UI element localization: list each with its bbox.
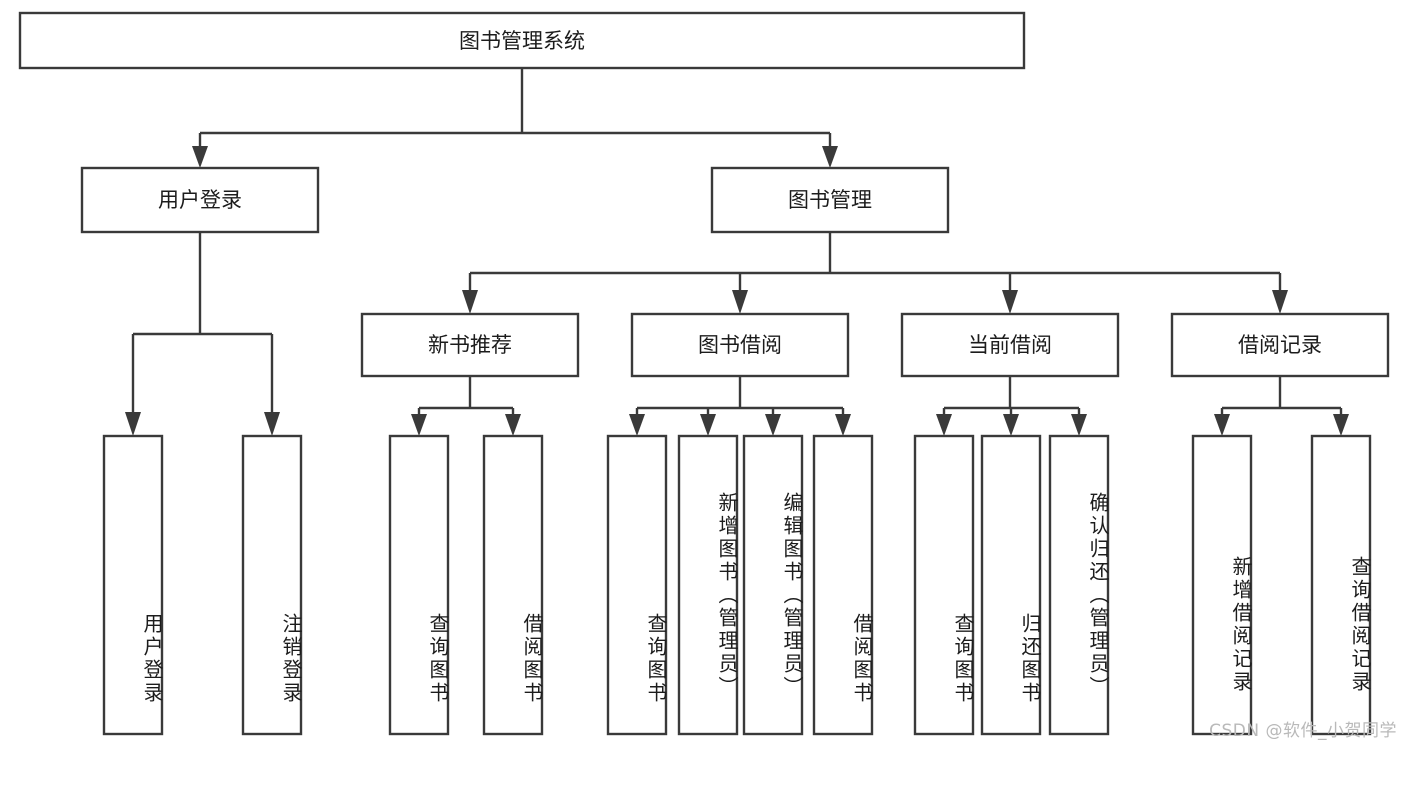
arrowhead-root-to-bookmgmt xyxy=(822,146,838,168)
arrowhead-bookmgmt-child-2 xyxy=(732,290,748,314)
node-borrow-record[interactable]: 借阅记录 xyxy=(1170,312,1390,378)
leaf-box-user-login-2[interactable] xyxy=(241,434,303,736)
node-root-box[interactable] xyxy=(18,11,1026,70)
leaf-box-user-login-1[interactable] xyxy=(102,434,164,736)
node-book-borrow-label: 图书借阅 xyxy=(698,333,782,357)
csdn-watermark: CSDN @软件_小贺同学 xyxy=(1209,721,1397,741)
leaf-label-user-login-2: 注销登录 xyxy=(279,613,303,705)
node-borrow-record-label: 借阅记录 xyxy=(1238,333,1322,357)
node-new-book-recommend-label: 新书推荐 xyxy=(428,333,512,357)
node-user-login[interactable]: 用户登录 xyxy=(80,166,320,234)
leaf-label-user-login-1: 用户登录 xyxy=(140,613,164,705)
leaf-label-borrowrecord-2: 查询借阅记录 xyxy=(1348,556,1372,694)
arrowhead-bookmgmt-child-1 xyxy=(462,290,478,314)
flowchart-canvas: 图书管理系统 用户登录 图书管理 xyxy=(18,11,1397,741)
arrowhead-bookborrow-leaf-4 xyxy=(835,414,851,436)
node-current-borrow[interactable]: 当前借阅 xyxy=(900,312,1120,378)
arrowhead-userlogin-leaf-2 xyxy=(264,412,280,436)
arrowhead-borrowrecord-leaf-2 xyxy=(1333,414,1349,436)
arrowhead-borrowrecord-leaf-1 xyxy=(1214,414,1230,436)
leaf-label-currentborrow-3: 确认归还（管理员） xyxy=(1086,491,1110,699)
arrowhead-root-to-user xyxy=(192,146,208,168)
leaf-label-bookborrow-4: 借阅图书 xyxy=(850,613,874,705)
node-current-borrow-label: 当前借阅 xyxy=(968,333,1052,357)
leaf-box-bookborrow-4[interactable] xyxy=(812,434,874,736)
node-book-management[interactable]: 图书管理 xyxy=(710,166,950,234)
arrowhead-currentborrow-leaf-3 xyxy=(1071,414,1087,436)
leaf-label-currentborrow-2: 归还图书 xyxy=(1018,613,1042,705)
node-current-borrow-box[interactable] xyxy=(900,312,1120,378)
arrowhead-newbook-leaf-2 xyxy=(505,414,521,436)
node-root[interactable]: 图书管理系统 xyxy=(18,11,1026,70)
leaf-label-newbook-1: 查询图书 xyxy=(426,613,450,705)
leaf-box-bookborrow-2[interactable] xyxy=(677,434,739,736)
flowchart-svg: 图书管理系统 用户登录 图书管理 xyxy=(18,11,1390,736)
leaf-box-newbook-2[interactable] xyxy=(482,434,544,736)
node-user-login-label: 用户登录 xyxy=(158,188,242,212)
node-book-borrow-box[interactable] xyxy=(630,312,850,378)
leaf-label-currentborrow-1: 查询图书 xyxy=(951,613,975,705)
node-book-management-label: 图书管理 xyxy=(788,188,872,212)
arrowhead-bookmgmt-child-3 xyxy=(1002,290,1018,314)
node-root-label: 图书管理系统 xyxy=(459,29,585,53)
leaf-box-currentborrow-1[interactable] xyxy=(913,434,975,736)
leaf-box-bookborrow-1[interactable] xyxy=(606,434,668,736)
leaf-box-bookborrow-3[interactable] xyxy=(742,434,804,736)
arrowhead-currentborrow-leaf-1 xyxy=(936,414,952,436)
leaf-label-newbook-2: 借阅图书 xyxy=(520,613,544,705)
leaf-box-borrowrecord-2[interactable] xyxy=(1310,434,1372,736)
arrowhead-bookmgmt-child-4 xyxy=(1272,290,1288,314)
arrowhead-newbook-leaf-1 xyxy=(411,414,427,436)
leaf-label-borrowrecord-1: 新增借阅记录 xyxy=(1229,556,1253,694)
arrowhead-bookborrow-leaf-3 xyxy=(765,414,781,436)
leaf-box-currentborrow-3[interactable] xyxy=(1048,434,1110,736)
leaf-label-bookborrow-1: 查询图书 xyxy=(644,613,668,705)
leaf-box-currentborrow-2[interactable] xyxy=(980,434,1042,736)
arrowhead-userlogin-leaf-1 xyxy=(125,412,141,436)
node-book-borrow[interactable]: 图书借阅 xyxy=(630,312,850,378)
leaf-label-bookborrow-2: 新增图书（管理员） xyxy=(715,491,739,699)
node-new-book-recommend[interactable]: 新书推荐 xyxy=(360,312,580,378)
leaf-box-borrowrecord-1[interactable] xyxy=(1191,434,1253,736)
arrowhead-bookborrow-leaf-2 xyxy=(700,414,716,436)
arrowhead-currentborrow-leaf-2 xyxy=(1003,414,1019,436)
leaf-label-bookborrow-3: 编辑图书（管理员） xyxy=(780,491,804,699)
leaf-box-newbook-1[interactable] xyxy=(388,434,450,736)
node-new-book-recommend-box[interactable] xyxy=(360,312,580,378)
arrowhead-bookborrow-leaf-1 xyxy=(629,414,645,436)
